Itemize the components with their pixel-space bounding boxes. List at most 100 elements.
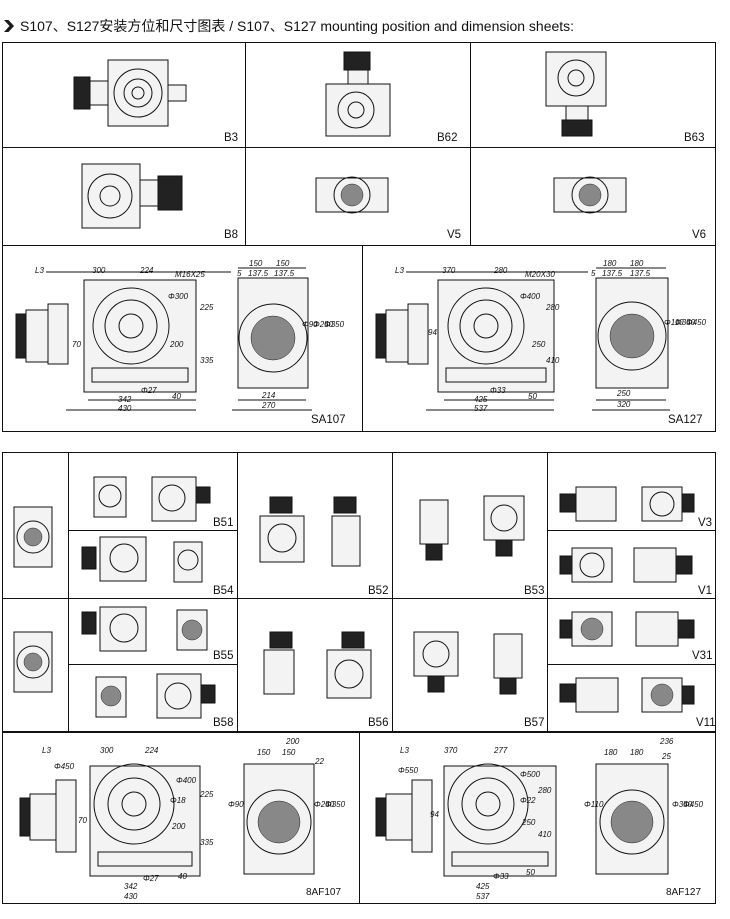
dimension-label: 200 [286, 737, 300, 746]
dimension-label: 70 [78, 816, 87, 825]
dimension-label: 224 [140, 266, 154, 275]
table-divider [547, 530, 716, 531]
dimension-label: Φ33 [493, 872, 509, 881]
dimension-label: 180 [630, 259, 644, 268]
dimension-label: 214 [262, 391, 276, 400]
table-divider [2, 147, 716, 148]
table-divider [68, 530, 237, 531]
dimension-label: B58 [213, 717, 234, 729]
page-title: S107、S127安装方位和尺寸图表 / S107、S127 mounting … [20, 18, 575, 34]
dimension-label: 342 [118, 395, 132, 404]
dimension-label: Φ90 [228, 800, 244, 809]
gearbox-drawing-b8 [81, 163, 183, 229]
dimension-label: 137.5 [602, 269, 623, 278]
arrow-bullet-icon [4, 20, 14, 32]
table-divider [2, 598, 716, 599]
dimension-label: 94 [430, 810, 439, 819]
dimension-label: B56 [368, 717, 389, 729]
table-divider [237, 452, 238, 732]
dimension-label: Φ350 [672, 800, 693, 809]
dimension-label: 225 [200, 303, 214, 312]
dimension-label: 40 [178, 872, 187, 881]
dimension-label: 320 [617, 400, 631, 409]
dimension-label: 150 [282, 748, 296, 757]
dimension-label: V1 [698, 585, 713, 597]
mounting-positions-grid [2, 452, 716, 732]
sa107-dimension-drawing [15, 267, 312, 411]
position-label-b62: B62 [437, 132, 458, 144]
dimension-label: 430 [118, 404, 132, 413]
dimension-label: 150 [249, 259, 263, 268]
dimension-label: M16X25 [175, 270, 205, 279]
table-divider [2, 245, 716, 246]
gearbox-drawing-b3 [73, 59, 187, 127]
dimension-label: Φ400 [520, 292, 541, 301]
dimension-label: B57 [524, 717, 545, 729]
model-label-8af107: 8AF107 [306, 887, 342, 898]
dimension-label: 300 [100, 746, 114, 755]
dimension-label: Φ350 [324, 320, 345, 329]
dimension-label: 300 [92, 266, 106, 275]
dimension-label: Φ350 [675, 318, 696, 327]
dimension-label: 410 [538, 830, 552, 839]
table-divider [68, 452, 69, 732]
dimension-label: 180 [604, 748, 618, 757]
table-divider [392, 452, 393, 732]
dimension-label: 430 [124, 892, 138, 901]
dimension-label: Φ550 [398, 766, 419, 775]
dimension-label: B52 [368, 585, 389, 597]
dimension-label: B51 [213, 517, 234, 529]
position-label-b63: B63 [684, 132, 705, 144]
dimension-label: 150 [276, 259, 290, 268]
dimension-label: 537 [474, 404, 488, 413]
top-table [2, 42, 716, 432]
dimension-label: 270 [262, 401, 276, 410]
dimension-label: 250 [532, 340, 546, 349]
gearbox-drawing-v5 [315, 176, 389, 214]
dimension-label: 25 [662, 752, 671, 761]
dimension-label: Φ450 [683, 800, 704, 809]
table-divider [470, 42, 471, 245]
dimension-label: 425 [476, 882, 490, 891]
dimension-label: 180 [630, 748, 644, 757]
dimension-label: 225 [200, 790, 214, 799]
dimension-label: 410 [546, 356, 560, 365]
dimension-label: Φ250 [314, 800, 335, 809]
dimension-label: 50 [528, 392, 537, 401]
dimension-label: 250 [617, 389, 631, 398]
dimension-label: M20X30 [525, 270, 555, 279]
dimension-label: Φ27 [143, 874, 159, 883]
table-divider [362, 245, 363, 432]
dimension-label: 280 [538, 786, 552, 795]
8af127-dimension-drawing [375, 763, 669, 877]
dimension-label: V3 [698, 517, 713, 529]
dimension-label: 200 [170, 340, 184, 349]
dimension-label: 180 [603, 259, 617, 268]
sa127-dimension-drawing [375, 267, 670, 411]
dimension-label: 70 [72, 340, 81, 349]
dimension-label: Φ33 [490, 386, 506, 395]
dimension-label: 280 [494, 266, 508, 275]
position-label-v5: V5 [447, 229, 462, 241]
dimension-label: 94 [428, 328, 437, 337]
dimension-label: Φ90 [302, 320, 318, 329]
dimension-label: 342 [124, 882, 138, 891]
dimension-label: 150 [257, 748, 271, 757]
dimension-label: Φ18 [170, 796, 186, 805]
table-divider [68, 664, 237, 665]
dimension-label: Φ27 [141, 386, 157, 395]
dimension-label: 137.5 [630, 269, 651, 278]
dimension-label: 250 [522, 818, 536, 827]
dimension-label: Φ500 [520, 770, 541, 779]
dimension-label: 5 [591, 269, 596, 278]
dimension-label: 50 [526, 868, 535, 877]
dimension-label: Φ300 [168, 292, 189, 301]
dimension-label: 224 [145, 746, 159, 755]
dimension-label: Φ22 [520, 796, 536, 805]
dimension-label: 370 [444, 746, 458, 755]
dimension-label: Φ350 [325, 800, 346, 809]
dimension-label: 22 [315, 757, 324, 766]
dimension-label: 137.5 [274, 269, 295, 278]
dimension-label: 40 [172, 392, 181, 401]
table-divider [547, 664, 716, 665]
